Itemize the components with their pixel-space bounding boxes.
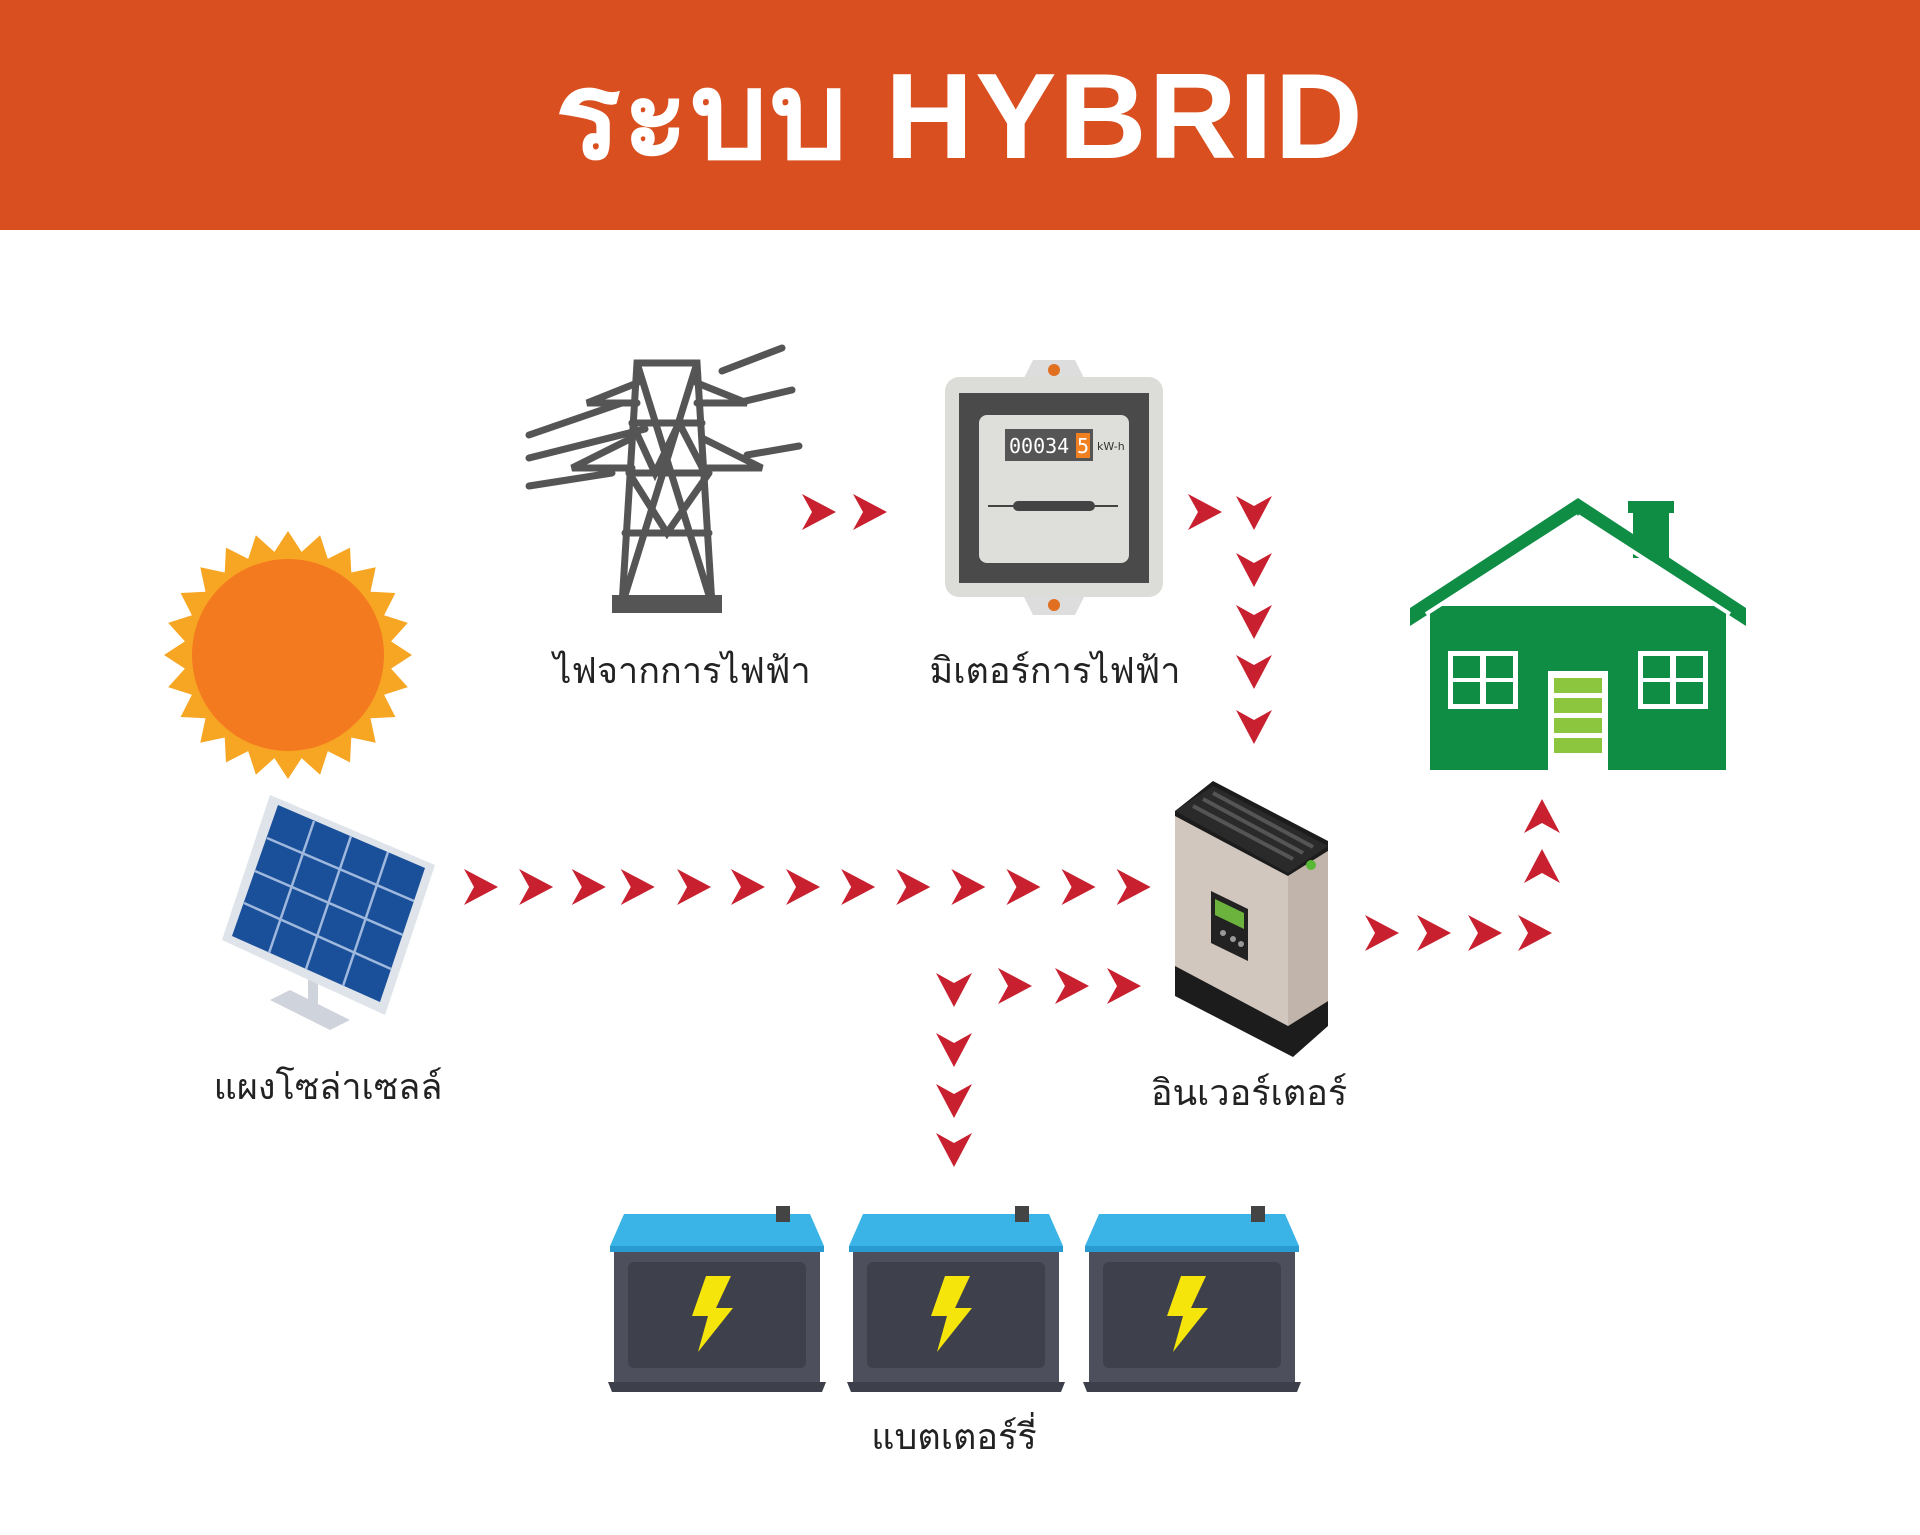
battery-icon xyxy=(608,1206,826,1392)
arrow-right-icon xyxy=(853,494,887,530)
arrow-right-icon xyxy=(1518,915,1552,951)
arrow-right-icon xyxy=(998,968,1032,1004)
arrow-right-icon xyxy=(519,869,554,905)
arrow-down-icon xyxy=(1236,605,1272,639)
house-icon xyxy=(1410,498,1746,771)
arrow-right-icon xyxy=(571,869,606,905)
arrow-right-icon xyxy=(620,869,655,905)
arrow-down-icon xyxy=(1236,655,1272,689)
arrow-right-icon xyxy=(951,869,986,905)
power-tower-icon xyxy=(525,344,803,613)
inverter-label: อินเวอร์เตอร์ xyxy=(1150,1073,1348,1114)
arrow-down-icon xyxy=(936,1084,972,1118)
grid-power-label: ไฟจากการไฟฟ้า xyxy=(553,651,811,692)
arrow-right-icon xyxy=(896,869,931,905)
arrow-right-icon xyxy=(1417,915,1451,951)
arrow-down-icon xyxy=(936,1133,972,1167)
arrow-right-icon xyxy=(464,869,499,905)
meter-label: มิเตอร์การไฟฟ้า xyxy=(929,651,1181,692)
arrow-right-icon xyxy=(1188,494,1222,530)
arrow-right-icon xyxy=(1116,869,1151,905)
arrow-right-icon xyxy=(1107,968,1141,1004)
arrow-right-icon xyxy=(841,869,876,905)
battery-icon xyxy=(847,1206,1065,1392)
arrow-right-icon xyxy=(1061,869,1096,905)
arrow-up-icon xyxy=(1524,849,1560,883)
arrow-down-icon xyxy=(1236,710,1272,744)
arrow-right-icon xyxy=(1365,915,1399,951)
arrow-right-icon xyxy=(1468,915,1502,951)
inverter-icon xyxy=(1175,781,1328,1057)
battery-icon xyxy=(1083,1206,1301,1392)
arrow-right-icon xyxy=(677,869,712,905)
arrow-down-icon xyxy=(1236,553,1272,587)
arrow-right-icon xyxy=(1055,968,1089,1004)
electric-meter-icon: 00034 5 kW-h xyxy=(945,360,1163,615)
meter-last-digit: 5 xyxy=(1077,434,1089,458)
meter-unit: kW-h xyxy=(1097,440,1125,453)
arrow-right-icon xyxy=(1006,869,1041,905)
page-title: ระบบ HYBRID xyxy=(555,48,1365,184)
header-banner: ระบบ HYBRID xyxy=(0,0,1920,230)
meter-reading: 00034 xyxy=(1009,434,1069,458)
arrow-up-icon xyxy=(1524,799,1560,833)
arrow-down-icon xyxy=(936,973,972,1007)
arrow-right-icon xyxy=(730,869,765,905)
arrow-down-icon xyxy=(1236,496,1272,530)
arrow-right-icon xyxy=(802,494,836,530)
solar-panel-label: แผงโซล่าเซลล์ xyxy=(213,1067,443,1108)
arrow-right-icon xyxy=(786,869,821,905)
sun-icon xyxy=(164,531,412,779)
battery-label: แบตเตอร์รี่ xyxy=(871,1417,1037,1458)
solar-panel-icon xyxy=(222,795,435,1030)
arrow-down-icon xyxy=(936,1033,972,1067)
